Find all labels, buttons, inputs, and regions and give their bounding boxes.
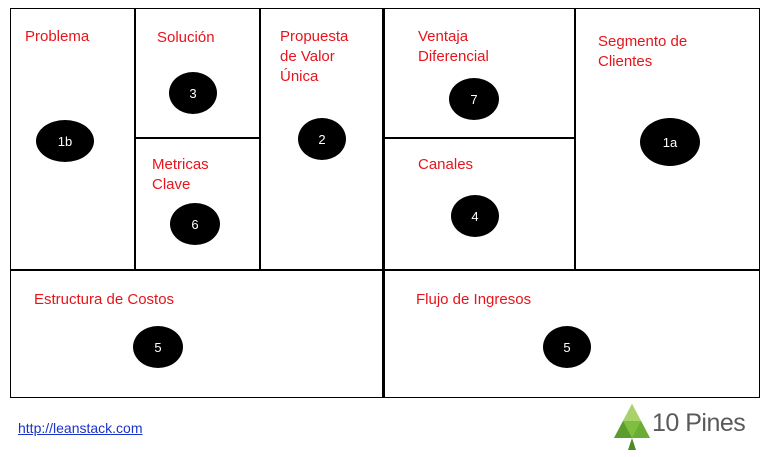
badge-solucion: 3 [169,72,217,114]
block-title-solucion: Solución [157,29,215,46]
block-title-problema: Problema [25,28,90,45]
badge-costos: 5 [133,326,183,368]
divider [135,137,260,139]
leanstack-link[interactable]: http://leanstack.com [18,420,143,436]
badge-segmento: 1a [640,118,700,166]
block-title-metricas: Metricas Clave [152,156,209,193]
block-title-ingresos: Flujo de Ingresos [416,291,532,308]
block-title-canales: Canales [418,156,474,173]
divider [10,269,760,271]
badge-ingresos: 5 [543,326,591,368]
logo: 10 Pines [612,402,762,452]
badge-problema: 1b [36,120,94,162]
logo-text: 10 Pines [652,409,746,437]
pine-tree-icon [614,404,650,450]
block-title-ventaja: Ventaja Diferencial [418,28,489,65]
block-title-costos: Estructura de Costos [34,291,175,308]
divider [259,8,261,270]
badge-ventaja: 7 [449,78,499,120]
badge-canales: 4 [451,195,499,237]
divider [134,8,136,270]
block-title-segmento: Segmento de Clientes [598,33,688,70]
divider [382,8,385,398]
block-title-propuesta: Propuesta de Valor Única [280,28,349,85]
divider [385,137,575,139]
divider [574,8,576,270]
canvas-frame [10,8,760,398]
badge-metricas: 6 [170,203,220,245]
badge-propuesta: 2 [298,118,346,160]
